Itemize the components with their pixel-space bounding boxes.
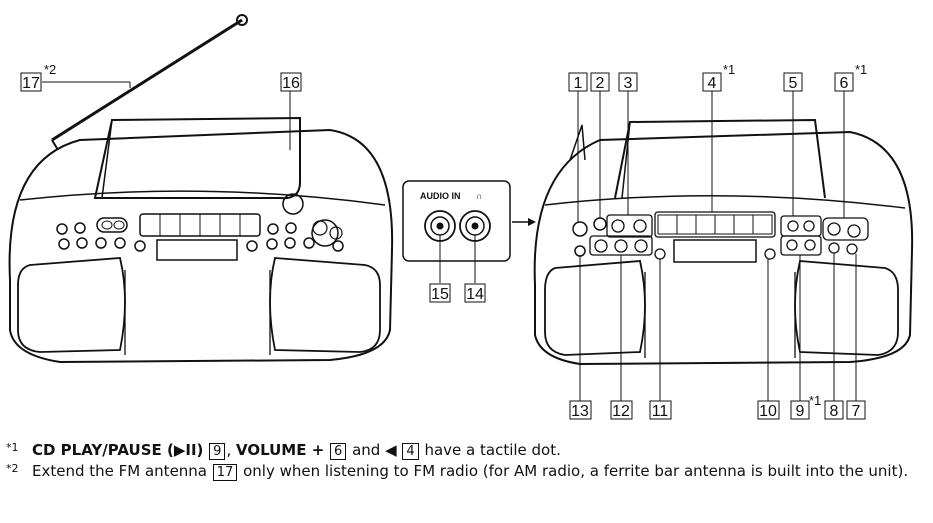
callout-3-label: 3 [624, 75, 633, 92]
callout-4-label: 4 [708, 75, 717, 92]
callout-11: 11 [649, 400, 672, 420]
footnote-1-ref-6: 6 [330, 443, 347, 460]
callout-14-label: 14 [466, 286, 484, 303]
callout-6-label: 6 [840, 75, 849, 92]
callout-8: 8 [824, 400, 844, 420]
callout-10: 10 [757, 400, 780, 420]
volume-plus-text: VOLUME + [236, 441, 325, 459]
note-mark-1-callout-4: *1 [723, 62, 735, 77]
footnote-2-mark: *2 [6, 462, 19, 475]
footnote-1-and: and [347, 441, 386, 459]
callout-7: 7 [846, 400, 866, 420]
footnote-1-ref-4: 4 [402, 443, 419, 460]
callout-14: 14 [464, 283, 486, 303]
footnote-1: *1 CD PLAY/PAUSE (▶II) 9, VOLUME + 6 and… [6, 440, 928, 461]
footnote-2-ref-17: 17 [212, 464, 238, 481]
callout-12: 12 [610, 400, 633, 420]
note-mark-2: *2 [44, 62, 56, 77]
left-speaker-left [17, 257, 126, 353]
callout-5: 5 [783, 72, 803, 92]
jack-panel [402, 180, 536, 283]
footnote-1-mark: *1 [6, 441, 19, 454]
right-handle [614, 118, 826, 199]
audio-in-label: AUDIO IN [420, 191, 461, 201]
left-speaker-right [269, 257, 381, 353]
footnote-1-ref-9: 9 [209, 443, 226, 460]
cd-play-pause-close: ) [196, 441, 204, 459]
callout-9: 9 *1 [790, 393, 821, 420]
callout-3: 3 [618, 72, 638, 92]
footnotes: *1 CD PLAY/PAUSE (▶II) 9, VOLUME + 6 and… [6, 440, 928, 482]
antenna-rod [51, 18, 243, 142]
callout-1: 1 [568, 72, 588, 92]
left-unit-view [8, 14, 394, 364]
play-pause-icon: ▶II [173, 441, 197, 459]
callout-12-label: 12 [612, 403, 630, 420]
callout-7-label: 7 [852, 403, 861, 420]
callout-10-label: 10 [759, 403, 777, 420]
footnote-2: *2 Extend the FM antenna 17 only when li… [6, 461, 928, 482]
callout-17-label: 17 [22, 75, 40, 92]
callout-9-label: 9 [796, 403, 805, 420]
footnote-1-tail: have a tactile dot. [419, 441, 561, 459]
callout-16-label: 16 [282, 75, 300, 92]
callout-5-label: 5 [789, 75, 798, 92]
callout-2-label: 2 [596, 75, 605, 92]
callout-13-label: 13 [571, 403, 589, 420]
right-speaker-right [794, 260, 899, 356]
callout-17: 17 *2 [20, 62, 56, 92]
boombox-diagram: 17 *2 16 AUDIO IN ∩ 15 14 [8, 14, 914, 420]
callout-6: 6 *1 [834, 62, 867, 92]
callout-15-label: 15 [431, 286, 449, 303]
callout-2: 2 [590, 72, 610, 92]
left-handle [93, 116, 301, 200]
headphone-icon: ∩ [476, 191, 483, 201]
footnote-2-text: Extend the FM antenna [32, 462, 207, 480]
callout-13: 13 [569, 400, 592, 420]
note-mark-1-callout-9: *1 [809, 393, 821, 408]
right-unit-view [533, 91, 914, 401]
footnote-2-tail: only when listening to FM radio (for AM … [243, 462, 909, 480]
callout-11-label: 11 [652, 403, 669, 420]
left-body-outline [8, 128, 394, 364]
callout-1-label: 1 [574, 75, 583, 92]
cd-play-pause-text: CD PLAY/PAUSE ( [32, 441, 174, 459]
callout-16: 16 [280, 72, 302, 92]
callout-15: 15 [429, 283, 451, 303]
note-mark-1-callout-6: *1 [855, 62, 867, 77]
callout-4: 4 *1 [702, 62, 735, 92]
right-body-outline [533, 130, 914, 366]
left-arrow-icon: ◀ [385, 441, 397, 459]
footnote-1-sep: , [226, 441, 236, 459]
callout-8-label: 8 [830, 403, 839, 420]
right-speaker-left [544, 260, 646, 356]
